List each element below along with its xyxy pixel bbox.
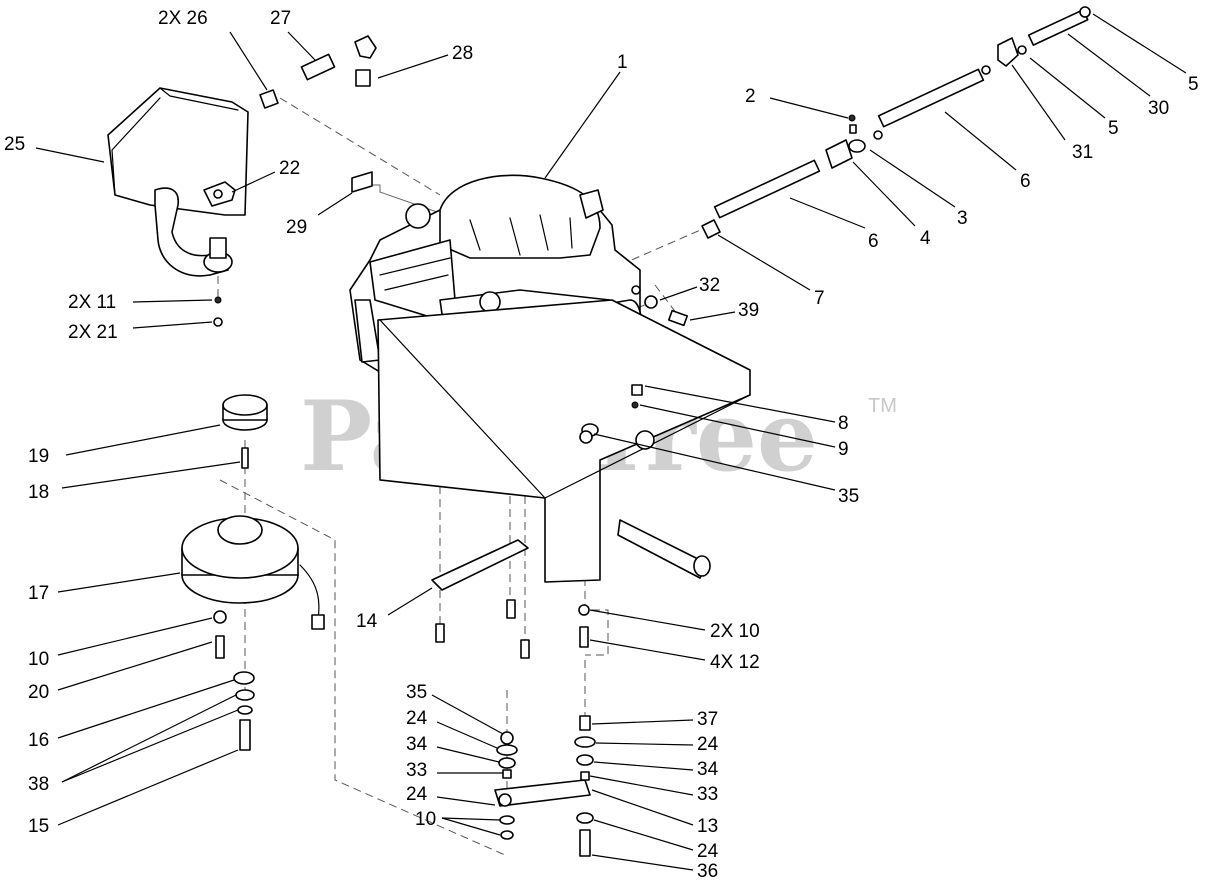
callout-5-top: 5 bbox=[1188, 74, 1199, 95]
callout-7: 7 bbox=[814, 288, 825, 309]
callout-4: 4 bbox=[920, 228, 931, 249]
callout-6-top: 6 bbox=[1020, 171, 1031, 192]
callout-39: 39 bbox=[738, 300, 759, 321]
callout-36: 36 bbox=[697, 861, 718, 882]
callout-22: 22 bbox=[279, 158, 300, 179]
callout-15: 15 bbox=[28, 816, 49, 837]
callout-1: 1 bbox=[617, 52, 628, 73]
callout-27: 27 bbox=[270, 8, 291, 29]
callout-24-d: 24 bbox=[697, 841, 719, 862]
callout-35-idler: 35 bbox=[406, 682, 427, 703]
callout-38: 38 bbox=[28, 774, 49, 795]
callout-2x21: 2X 21 bbox=[68, 322, 118, 343]
callout-10-clutch: 10 bbox=[28, 649, 49, 670]
callout-2x26: 2X 26 bbox=[158, 8, 208, 29]
bracket-part bbox=[351, 171, 373, 193]
callout-34-a: 34 bbox=[406, 734, 428, 755]
fitting-parts-top bbox=[259, 35, 377, 109]
callout-5-mid: 5 bbox=[1108, 118, 1119, 139]
leader-lines bbox=[35, 13, 1187, 871]
callout-28: 28 bbox=[452, 43, 473, 64]
callout-25: 25 bbox=[4, 134, 25, 155]
plate-part bbox=[431, 539, 529, 591]
callout-33-a: 33 bbox=[406, 760, 427, 781]
watermark-trademark: TM bbox=[868, 395, 897, 417]
callout-20: 20 bbox=[28, 682, 49, 703]
muffler-part bbox=[107, 87, 249, 327]
callout-2x10: 2X 10 bbox=[710, 621, 760, 642]
callout-34-b: 34 bbox=[697, 759, 719, 780]
callout-37: 37 bbox=[697, 709, 718, 730]
callout-4x12: 4X 12 bbox=[710, 652, 760, 673]
callout-18: 18 bbox=[28, 482, 49, 503]
callout-24-a: 24 bbox=[406, 708, 428, 729]
callout-16: 16 bbox=[28, 730, 49, 751]
mount-bolts bbox=[435, 599, 590, 659]
idler-arm-parts bbox=[494, 715, 596, 857]
callout-3: 3 bbox=[957, 208, 968, 229]
fuel-line-parts bbox=[701, 6, 1091, 239]
callout-13: 13 bbox=[697, 816, 718, 837]
callout-8: 8 bbox=[838, 413, 849, 434]
callout-29: 29 bbox=[286, 217, 307, 238]
callout-19: 19 bbox=[28, 446, 49, 467]
callout-33-b: 33 bbox=[697, 784, 718, 805]
callout-17: 17 bbox=[28, 583, 49, 604]
callout-30: 30 bbox=[1148, 98, 1169, 119]
engine-mount-hardware bbox=[644, 295, 689, 327]
callout-24-c: 24 bbox=[697, 734, 719, 755]
callout-6-low: 6 bbox=[868, 231, 879, 252]
callout-2: 2 bbox=[745, 86, 756, 107]
callout-14: 14 bbox=[356, 611, 378, 632]
callout-24-b: 24 bbox=[406, 784, 428, 805]
callout-10-idler: 10 bbox=[415, 809, 436, 830]
callout-9: 9 bbox=[838, 439, 849, 460]
callout-labels: 2X 26 27 28 1 2 5 30 5 31 6 3 4 6 7 25 2… bbox=[4, 8, 1199, 882]
callout-32: 32 bbox=[699, 275, 720, 296]
callout-35-frame: 35 bbox=[838, 486, 859, 507]
callout-31: 31 bbox=[1072, 142, 1093, 163]
callout-2x11: 2X 11 bbox=[68, 292, 116, 313]
